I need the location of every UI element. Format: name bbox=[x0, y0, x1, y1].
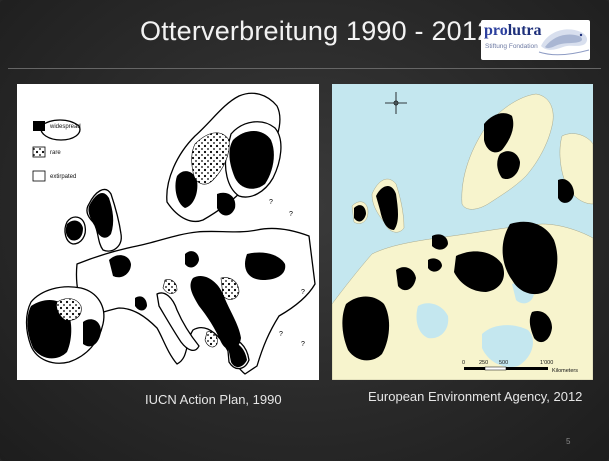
scale-tick-250: 250 bbox=[479, 360, 488, 366]
scale-tick-1000: 1'000 bbox=[540, 360, 553, 366]
title-divider bbox=[8, 68, 601, 69]
north-arrow-icon bbox=[385, 92, 407, 114]
logo-subtitle: Stiftung Fondation bbox=[485, 43, 538, 50]
scale-tick-500: 500 bbox=[499, 360, 508, 366]
map-2012-caption: European Environment Agency, 2012 bbox=[368, 389, 583, 404]
logo-wordmark: prolutra bbox=[484, 22, 542, 40]
map-1990-legend bbox=[32, 121, 46, 182]
svg-text:?: ? bbox=[301, 289, 305, 296]
logo-word-pro: pro bbox=[484, 22, 508, 39]
legend-widespread-label: widespread bbox=[49, 124, 81, 130]
prolutra-logo: prolutra Stiftung Fondation bbox=[481, 20, 590, 60]
map-1990-caption: IUCN Action Plan, 1990 bbox=[145, 392, 282, 407]
otter-logo-icon bbox=[538, 29, 590, 56]
map-2012-scale-bar bbox=[464, 366, 548, 371]
scale-tick-0: 0 bbox=[462, 360, 465, 366]
svg-text:?: ? bbox=[289, 211, 293, 218]
map-2012-panel: 0 250 500 1'000 Kilometers bbox=[332, 84, 593, 380]
legend-extirpated-label: extirpated bbox=[50, 174, 76, 180]
svg-text:?: ? bbox=[269, 199, 273, 206]
slide-title: Otterverbreitung 1990 - 2012 bbox=[140, 16, 493, 46]
title-bar: Otterverbreitung 1990 - 2012 prolutra St… bbox=[0, 0, 609, 66]
scale-unit-label: Kilometers bbox=[552, 368, 578, 374]
map-2012-image: 0 250 500 1'000 Kilometers bbox=[332, 84, 593, 380]
map-1990-panel: ? ? ? ? ? widespread rare extirpated bbox=[17, 84, 319, 380]
legend-rare-label: rare bbox=[50, 150, 61, 156]
map-1990-image: ? ? ? ? ? widespread rare extirpated bbox=[25, 92, 316, 375]
logo-word-lutra: lutra bbox=[507, 22, 542, 39]
svg-text:?: ? bbox=[279, 331, 283, 338]
svg-text:?: ? bbox=[301, 341, 305, 348]
page-number: 5 bbox=[566, 437, 571, 446]
